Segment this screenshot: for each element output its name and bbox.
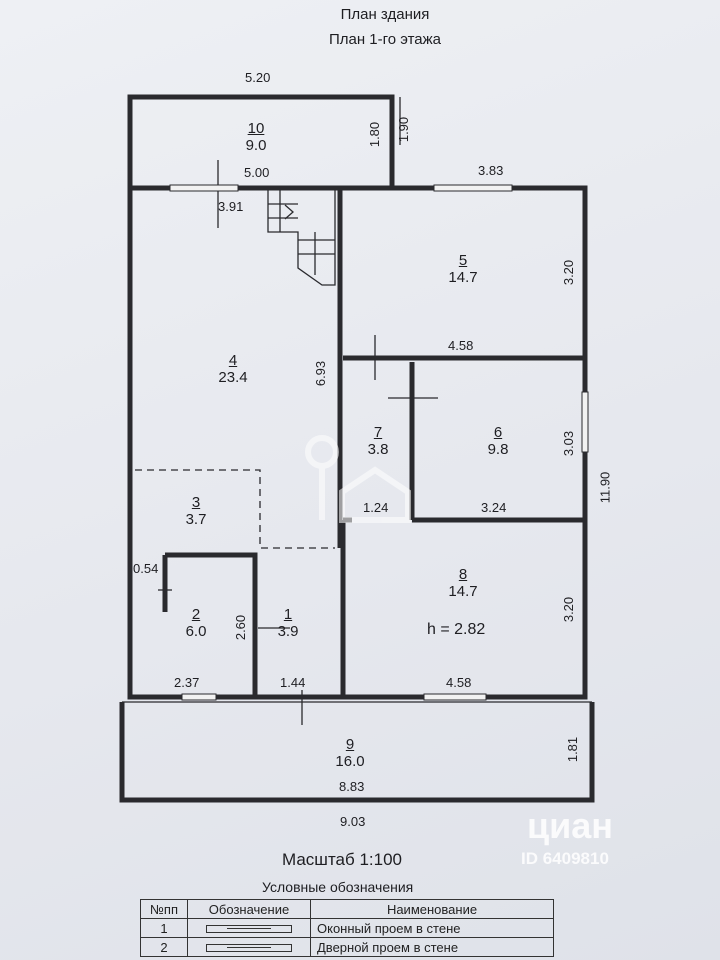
floor-subtitle: План 1-го этажа xyxy=(328,31,442,48)
dimension-label: 3.20 xyxy=(561,596,577,623)
window xyxy=(169,184,239,192)
window xyxy=(433,184,513,192)
legend-num: 2 xyxy=(140,937,188,957)
legend-name: Дверной проем в стене xyxy=(310,937,554,957)
scale-label: Масштаб 1:100 xyxy=(282,850,402,869)
zone-3-boundary xyxy=(135,469,335,549)
window-symbol-icon xyxy=(206,925,292,934)
stairs xyxy=(267,190,336,286)
dimension-label: 3.24 xyxy=(481,500,507,515)
terrace-9-outline xyxy=(119,702,595,803)
cian-watermark-brand: циан xyxy=(527,805,614,846)
balcony-10-outline xyxy=(127,94,395,188)
dimension-label: 1.81 xyxy=(565,736,581,763)
window xyxy=(423,693,487,701)
legend-row: 1 Оконный проем в стене xyxy=(140,918,554,938)
cian-watermark-id: ID 6409810 xyxy=(521,849,609,868)
door-symbol-icon xyxy=(206,944,292,953)
dimension-label: 1.90 xyxy=(396,116,412,143)
legend-row: 2 Дверной проем в стене xyxy=(140,937,554,957)
legend-title: Условные обозначения xyxy=(262,879,414,895)
legend-symbol xyxy=(187,937,311,957)
dimension-label: 3.83 xyxy=(478,163,504,178)
legend-header-row: №пп Обозначение Наименование xyxy=(140,899,554,919)
legend-header: №пп xyxy=(140,899,188,919)
cian-logo-watermark xyxy=(305,435,411,523)
dimension-label: 5.20 xyxy=(245,70,271,85)
legend-symbol xyxy=(187,918,311,938)
dimension-label: 0.54 xyxy=(133,561,159,576)
dimension-label: 2.37 xyxy=(174,675,200,690)
room2-walls xyxy=(165,552,258,697)
window xyxy=(181,693,217,701)
legend-name: Оконный проем в стене xyxy=(310,918,554,938)
dimension-label: 9.03 xyxy=(340,814,366,829)
dimension-label: 5.00 xyxy=(244,165,270,180)
dimension-label: 3.20 xyxy=(561,259,577,286)
ceiling-height: h = 2.82 xyxy=(427,621,486,638)
dimension-label: 2.60 xyxy=(233,614,249,641)
dimension-label: 3.91 xyxy=(218,199,244,214)
dimension-label: 1.80 xyxy=(367,121,383,148)
dimension-label: 11.90 xyxy=(597,471,613,504)
dimension-label: 4.58 xyxy=(448,338,474,353)
legend-header: Наименование xyxy=(310,899,554,919)
dimension-label: 1.44 xyxy=(280,675,306,690)
dimension-label: 3.03 xyxy=(561,430,577,457)
dimension-label: 8.83 xyxy=(339,779,365,794)
dimension-label: 4.58 xyxy=(446,675,472,690)
legend-num: 1 xyxy=(140,918,188,938)
plan-title: План здания xyxy=(340,6,430,23)
dimension-label: 6.93 xyxy=(313,360,329,387)
dimension-label: 1.24 xyxy=(363,500,389,515)
legend-header: Обозначение xyxy=(187,899,311,919)
window xyxy=(581,391,589,453)
legend-table: №пп Обозначение Наименование 1 Оконный п… xyxy=(140,899,554,957)
